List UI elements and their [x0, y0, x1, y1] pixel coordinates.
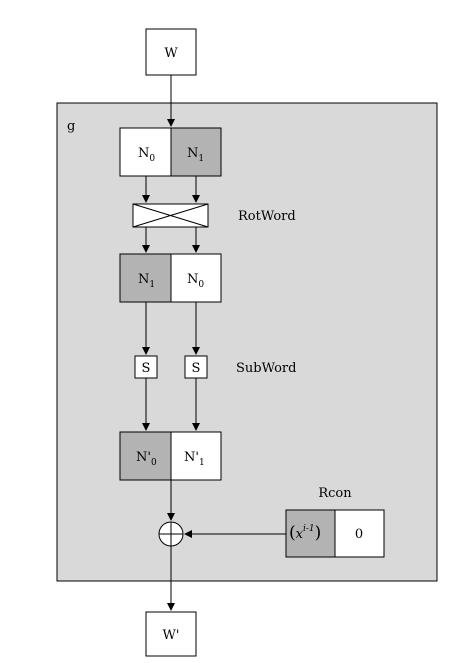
rotword-cross-b — [132, 203, 209, 228]
step3-left-label: N'0 — [136, 450, 157, 468]
sbox-left-label: S — [142, 361, 151, 376]
step1-right-label: N1 — [187, 146, 204, 164]
step3-right-box — [170, 431, 222, 481]
input-w-box — [145, 28, 197, 76]
rcon-label: Rcon — [318, 486, 352, 501]
input-w-label: W — [164, 46, 178, 61]
g-function-panel — [56, 102, 438, 582]
output-w-prime-label: W' — [163, 628, 180, 643]
sbox-right-label: S — [192, 361, 201, 376]
step1-left-label: N0 — [138, 146, 155, 164]
step2-left-label: N1 — [138, 272, 155, 290]
step2-right-box — [170, 253, 222, 303]
subword-label: SubWord — [236, 361, 296, 376]
rcon-zero-label: 0 — [355, 527, 363, 542]
step2-left-box — [119, 253, 172, 303]
step2-right-label: N0 — [187, 272, 204, 290]
g-function-label: g — [67, 119, 75, 134]
output-w-prime-box — [145, 611, 197, 657]
step1-left-box — [119, 127, 172, 177]
step3-left-box — [119, 431, 172, 481]
step3-right-label: N'1 — [184, 450, 205, 468]
rcon-zero-box — [334, 509, 385, 558]
rcon-value-label: (xi-1) — [289, 523, 321, 543]
rcon-value-box — [285, 509, 336, 558]
rotword-label: RotWord — [238, 209, 296, 224]
